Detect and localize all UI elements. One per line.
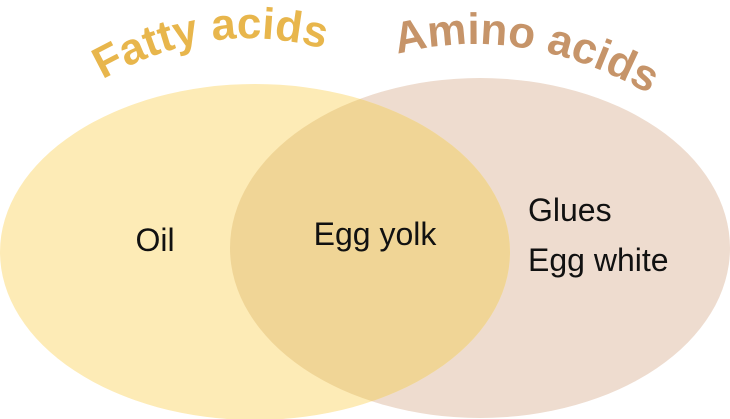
fatty-acids-title-text: Fatty acids [84,0,333,88]
right-region-item: Egg white [528,242,669,278]
left-region-item: Oil [135,222,174,258]
right-region-item: Glues [528,192,612,228]
overlap-region-item: Egg yolk [314,216,438,252]
overlap-region [230,84,510,418]
fatty-acids-title: Fatty acids [84,0,333,88]
